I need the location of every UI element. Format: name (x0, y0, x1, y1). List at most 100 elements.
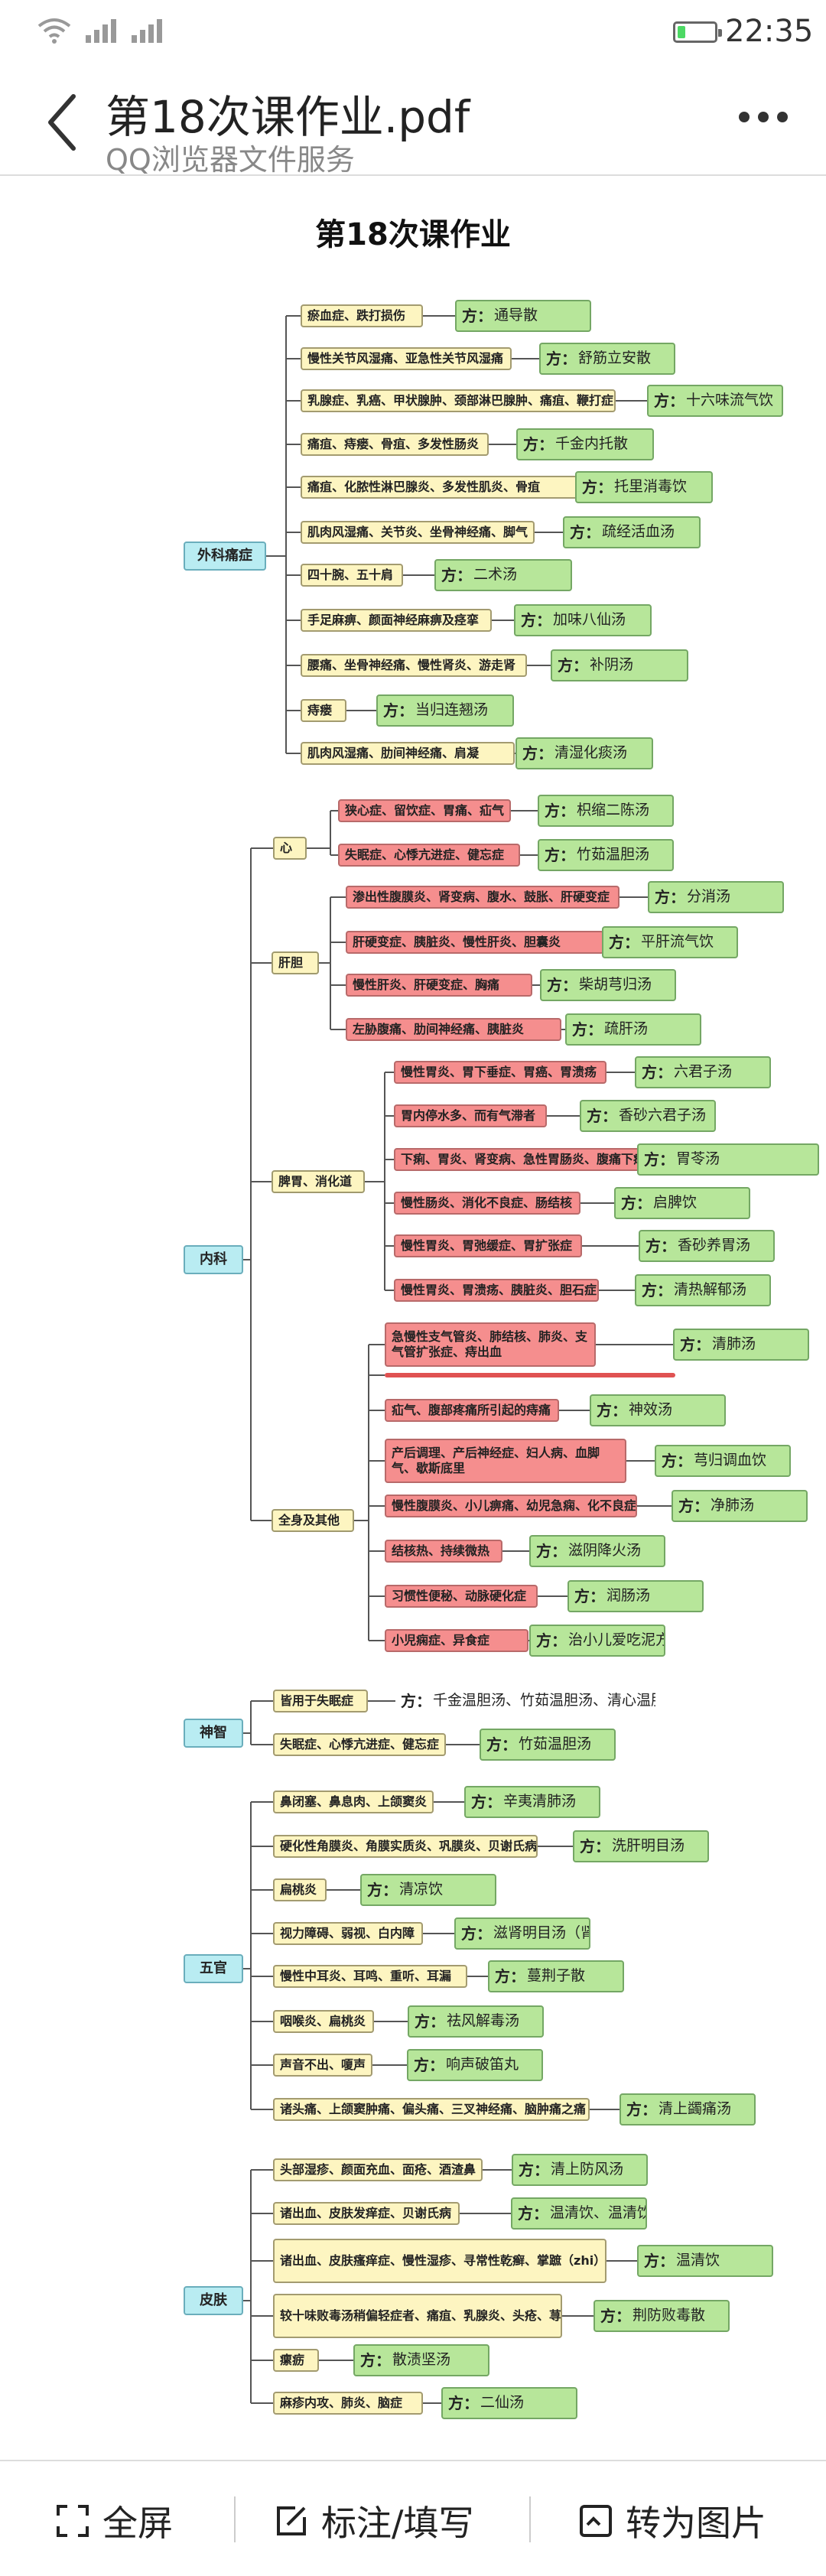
prescription-node: 方：润肠汤 (567, 1580, 704, 1612)
prescription-node: 方：滋肾明目汤（肾气明目汤） (454, 1917, 590, 1950)
fullscreen-icon (57, 2505, 89, 2537)
prescription-name: 分消汤 (687, 888, 731, 906)
prescription-node: 方：分消汤 (648, 881, 784, 913)
prescription-name: 二仙汤 (480, 2394, 525, 2412)
disease-node: 痛疽、化脓性淋巴腺炎、多发性肌炎、骨疽 (301, 476, 590, 499)
disease-node: 慢性胃炎、胃弛缓症、胃扩张症 (394, 1234, 582, 1257)
prescription-node: 方：加味八仙汤 (514, 604, 652, 636)
disease-node: 瘀血症、跌打损伤 (301, 304, 423, 327)
prescription-node: 方：清热解郁汤 (635, 1274, 771, 1306)
prescription-name: 散渍坚汤 (392, 2351, 451, 2369)
disease-node: 诸头痛、上颌窦肿痛、偏头痛、三叉神经痛、脑肿痛之痛 (273, 2098, 590, 2121)
mindmap-group: 全身及其他 (272, 1509, 354, 1532)
prescription-name: 温清饮、温清饮 (550, 2204, 647, 2222)
prescription-prefix: 方： (518, 2204, 548, 2223)
prescription-name: 香砂六君子汤 (619, 1107, 707, 1124)
prescription-name: 竹茹温胆汤 (577, 846, 650, 864)
prescription-prefix: 方： (495, 1966, 525, 1986)
prescription-node: 方：温清饮、温清饮 (511, 2197, 647, 2230)
prescription-name: 滋阴降火汤 (568, 1542, 642, 1560)
prescription-name: 清肺汤 (712, 1335, 756, 1353)
prescription-name: 清上防风汤 (551, 2161, 624, 2178)
prescription-node: 方：滋阴降火汤 (529, 1535, 665, 1567)
disease-node: 慢性肠炎、消化不良症、肠结核 (394, 1192, 580, 1215)
disease-node: 慢性胃炎、胃下垂症、胃癌、胃溃疡 (394, 1061, 606, 1084)
prescription-prefix: 方： (536, 1541, 567, 1560)
prescription-node: 方：托里消毒饮 (575, 471, 713, 503)
prescription-name: 响声破笛丸 (446, 2056, 519, 2073)
prescription-node: 方：香砂养胃汤 (639, 1230, 775, 1262)
disease-node: 疝气、腹部疼痛所引起的痔痛 (385, 1399, 559, 1422)
prescription-name: 竹茹温胆汤 (519, 1735, 592, 1753)
prescription-prefix: 方： (448, 2393, 479, 2412)
disease-node: 手足麻痹、颜面神经麻痹及痉挛 (301, 609, 492, 632)
prescription-name: 六君子汤 (674, 1063, 733, 1081)
disease-node: 痛疽、痔瘘、骨疽、多发性肠炎 (301, 433, 489, 456)
prescription-prefix: 方： (609, 932, 639, 951)
prescription-name: 辛夷清肺汤 (503, 1793, 577, 1810)
image-convert-icon (580, 2505, 612, 2537)
more-icon[interactable] (739, 112, 789, 130)
prescription-node: 方：清上蠲痛汤 (620, 2093, 756, 2126)
mindmap-section: 五官 (184, 1954, 243, 1983)
disease-node: 硬化性角膜炎、角膜实质炎、巩膜炎、贝谢氏病 (273, 1835, 538, 1858)
disease-node: 较十味败毒汤稍偏轻症者、痛疽、乳腺炎、头疮、荨麻疹、疥癣、囊肿症、过敏性皮肤 (273, 2294, 562, 2338)
divider (529, 2496, 531, 2542)
page-subtitle: QQ浏览器文件服务 (106, 143, 355, 177)
prescription-node: 方：当归连翘汤 (376, 694, 514, 727)
disease-node: 急慢性支气管炎、肺结核、肺炎、支气管扩张症、痔出血 (385, 1322, 596, 1367)
mindmap-section: 内科 (184, 1245, 243, 1274)
fullscreen-button[interactable]: 全屏 (55, 2498, 173, 2544)
prescription-name: 润肠汤 (606, 1587, 651, 1605)
prescription-prefix: 方： (597, 1400, 627, 1420)
disease-node: 左胁腹痛、肋间神经痛、胰脏炎 (346, 1018, 561, 1041)
prescription-name: 神效汤 (629, 1401, 673, 1419)
prescription-name: 千金内托散 (555, 435, 629, 453)
prescription-prefix: 方： (600, 2306, 631, 2325)
prescription-prefix: 方： (545, 801, 575, 820)
prescription-prefix: 方： (461, 1924, 492, 1943)
disease-node: 瘰疬 (273, 2349, 319, 2372)
convert-to-image-button[interactable]: 转为图片 (578, 2498, 766, 2544)
prescription-node: 方：千金温胆汤、竹茹温胆汤、清心温胆汤 (395, 1685, 655, 1717)
chevron-left-icon[interactable] (40, 92, 93, 153)
disease-node: 诸出血、皮肤瘙痒症、慢性湿疹、寻常性乾癣、掌蹠（zhi）脓疱症、贝谢氏症候群 (273, 2239, 606, 2283)
prescription-name: 蔓荆子散 (527, 1967, 586, 1985)
prescription-node: 方：柴胡芎归汤 (540, 969, 676, 1001)
prescription-name: 香砂养胃汤 (678, 1237, 751, 1254)
prescription-prefix: 方： (545, 845, 575, 864)
convert-to-image-label: 转为图片 (626, 2503, 766, 2544)
prescription-name: 清上蠲痛汤 (659, 2100, 732, 2118)
prescription-name: 疏肝汤 (604, 1020, 649, 1038)
pdf-viewer[interactable]: 第18次课作业 外科痛症瘀血症、跌打损伤方：通导散慢性关节风湿痛、亚急性关节风湿… (0, 177, 826, 2460)
wifi-icon (37, 18, 71, 44)
prescription-name: 治小儿爱吃泥方 (568, 1631, 665, 1649)
annotate-button[interactable]: 标注/填写 (274, 2498, 474, 2544)
prescription-name: 疏经活血汤 (602, 523, 675, 541)
mindmap-section: 神智 (184, 1719, 243, 1748)
prescription-name: 平肝流气饮 (641, 933, 714, 951)
fullscreen-label: 全屏 (102, 2503, 173, 2544)
disease-node: 产后调理、产后神经症、妇人病、血脚气、歇斯底里 (385, 1439, 626, 1483)
disease-node: 慢性中耳炎、耳鸣、重听、耳漏 (273, 1965, 467, 1988)
prescription-node: 方：启脾饮 (614, 1187, 750, 1219)
prescription-prefix: 方： (644, 1150, 675, 1169)
signal-icon (86, 19, 116, 43)
prescription-node: 方：辛夷清肺汤 (464, 1786, 600, 1818)
prescription-prefix: 方： (486, 1735, 517, 1754)
mindmap-connectors (243, 315, 673, 2404)
prescription-name: 十六味流气饮 (686, 392, 774, 409)
prescription-node: 方：温清饮 (637, 2245, 773, 2277)
disease-node: 诸出血、皮肤发痒症、贝谢氏病 (273, 2202, 460, 2225)
prescription-node: 方：六君子汤 (635, 1056, 771, 1088)
prescription-prefix: 方： (547, 975, 577, 994)
prescription-node: 方：疏经活血汤 (563, 516, 701, 548)
disease-node: 渗出性腹膜炎、肾变病、腹水、鼓胀、肝硬变症 (346, 886, 620, 909)
prescription-name: 补阴汤 (590, 656, 634, 674)
prescription-node: 方：蔓荆子散 (488, 1960, 624, 1992)
prescription-prefix: 方： (414, 2055, 444, 2074)
prescription-prefix: 方： (383, 701, 414, 720)
disease-node: 慢性胃炎、胃溃疡、胰脏炎、胆石症 (394, 1279, 599, 1302)
prescription-name: 清热解郁汤 (674, 1281, 747, 1299)
prescription-node: 方：祛风解毒汤 (408, 2005, 544, 2038)
